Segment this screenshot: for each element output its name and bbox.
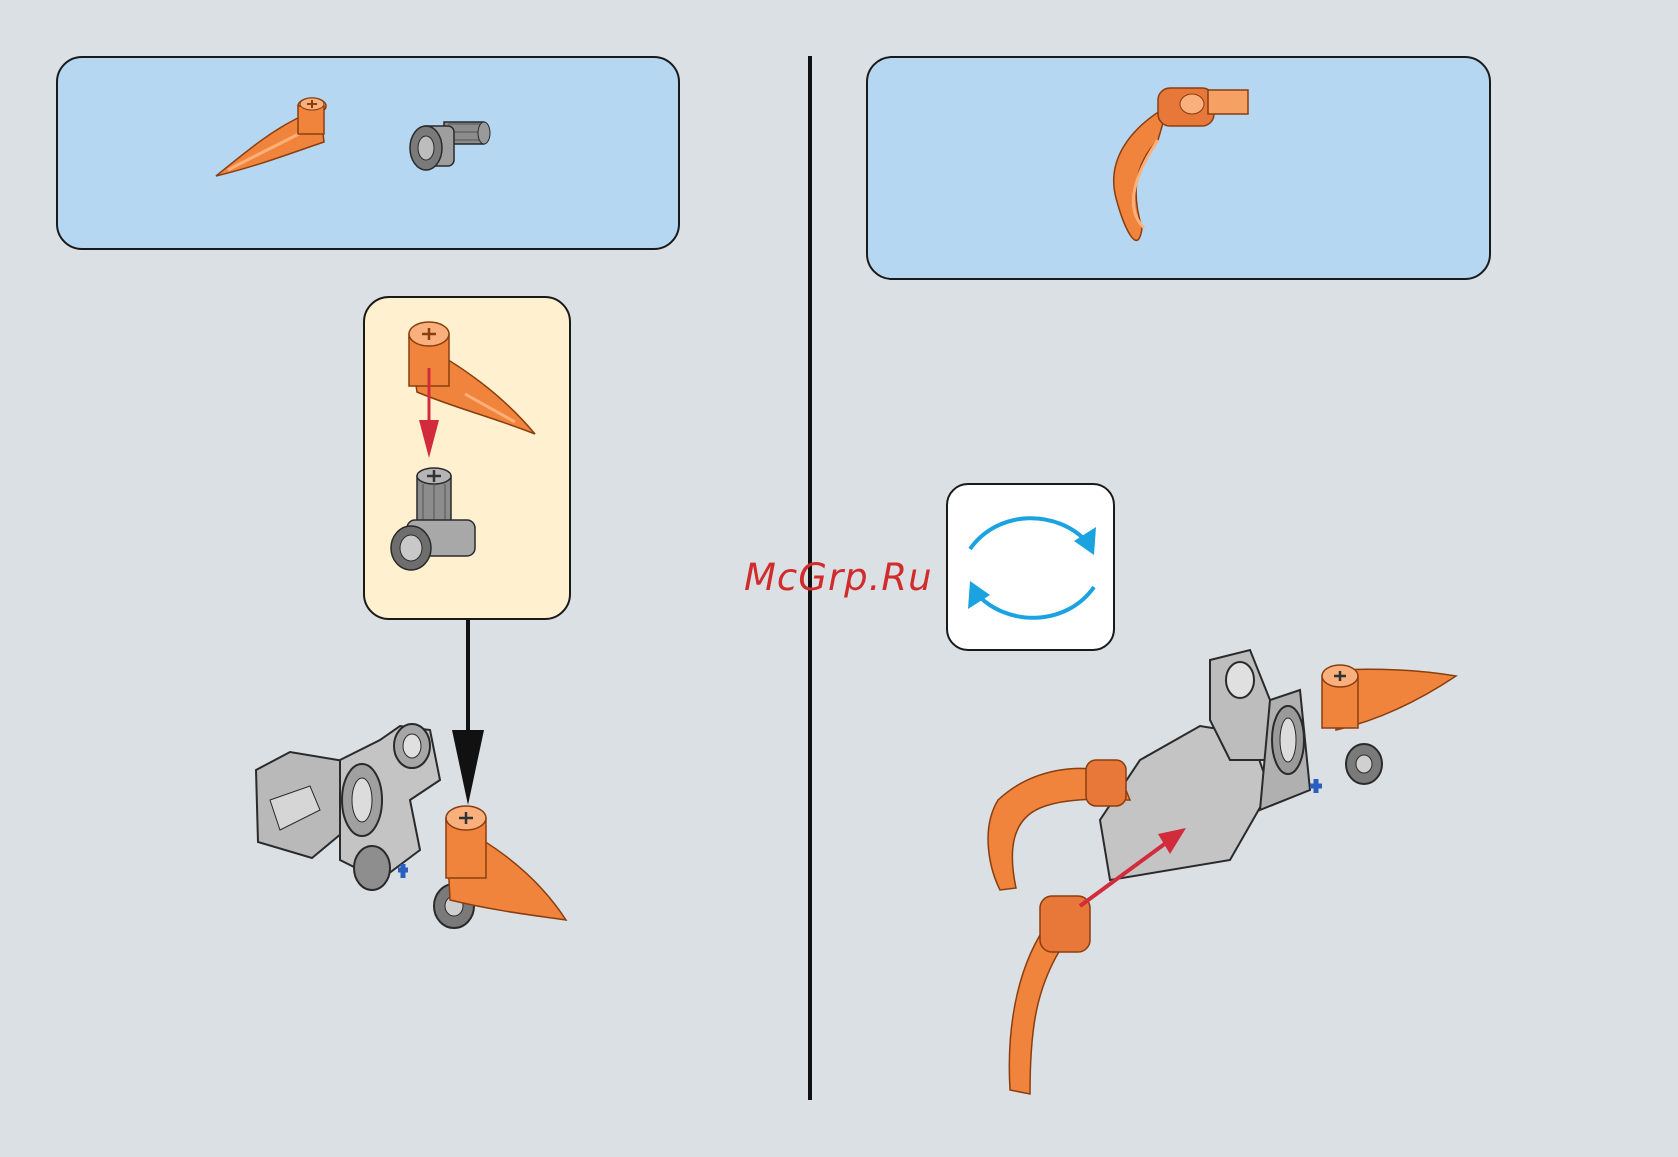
sub-assembly-box [363, 296, 571, 620]
right-model-illustration [988, 650, 1456, 1094]
watermark-text: McGrp.Ru [744, 556, 933, 599]
rotate-model-icon [948, 485, 1117, 653]
gray-connector-part-icon [391, 468, 475, 570]
parts-list-box-left [56, 56, 680, 250]
orange-tooth-part-icon [216, 98, 326, 176]
down-arrow-icon [452, 620, 484, 805]
rotate-model-box [946, 483, 1115, 651]
left-model-illustration [256, 724, 566, 928]
parts-list-box-right [866, 56, 1491, 280]
orange-claw-part-icon [1114, 88, 1248, 240]
gray-connector-part-icon [410, 122, 490, 170]
